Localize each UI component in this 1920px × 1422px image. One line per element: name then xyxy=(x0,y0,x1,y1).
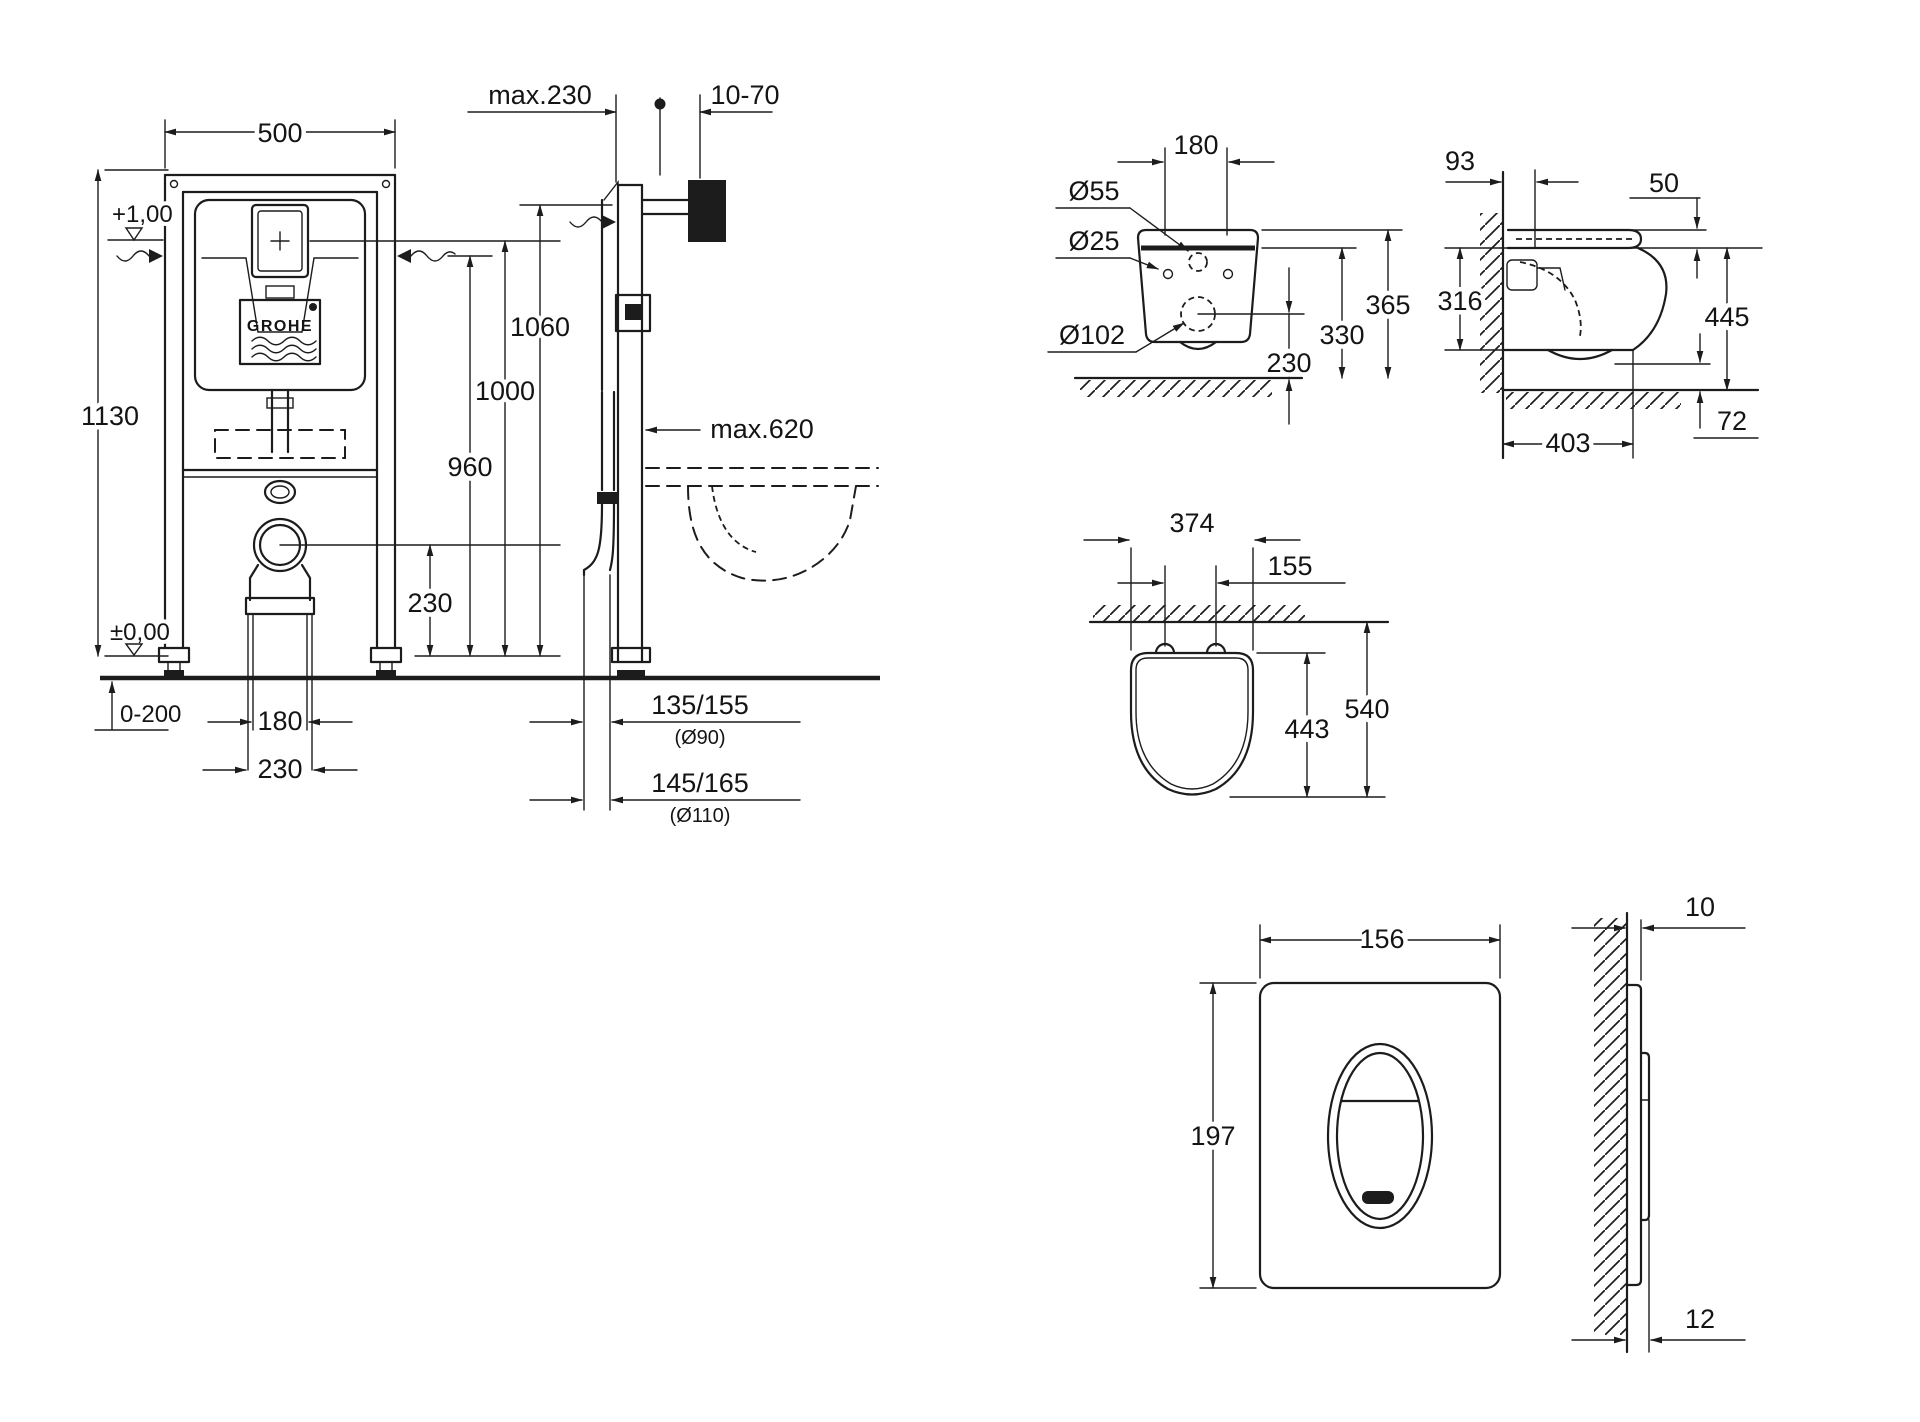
dim-hole-side-label: Ø25 xyxy=(1068,226,1119,256)
button-logo xyxy=(1362,1191,1394,1204)
view-plate-side: 10 12 xyxy=(1571,888,1746,1354)
dim-wall-distance-label: max.230 xyxy=(488,80,592,110)
dim-hinge-spacing-label: 155 xyxy=(1267,551,1312,581)
grohe-logo-text: GROHE xyxy=(247,318,313,335)
floor-hatch xyxy=(1080,380,1272,397)
wall-hatch xyxy=(1480,213,1502,393)
wc-dashed-outline xyxy=(645,467,879,582)
dim-level-plus-label: +1,00 xyxy=(112,201,173,228)
dim-level-zero-label: ±0,00 xyxy=(110,619,170,646)
threaded-rod xyxy=(688,180,726,242)
dim-drain-b-label: 145/165 xyxy=(651,768,749,798)
flush-button-outer xyxy=(1326,1042,1434,1230)
plate-profile xyxy=(1625,983,1643,1287)
view-bowl-top: 374 155 443 540 xyxy=(1083,504,1394,798)
grohe-logo: GROHE xyxy=(238,298,322,366)
flush-button-inner xyxy=(1335,1051,1425,1221)
dim-drain-a-dia-label: (Ø90) xyxy=(674,727,725,749)
dim-seat-height-label: 445 xyxy=(1704,302,1749,332)
dim-seat-total-length-label: 540 xyxy=(1344,694,1389,724)
view-frame-front: GROHE xyxy=(76,114,561,789)
dim-lid-rise-label: 50 xyxy=(1649,168,1679,198)
dim-outlet-height-label: 230 xyxy=(407,588,452,618)
view-bowl-rear: Ø55 Ø25 Ø102 180 365 330 230 xyxy=(1047,126,1415,425)
dim-frame-width-label: 500 xyxy=(257,118,302,148)
flush-actuation-window xyxy=(250,203,310,279)
view-bowl-side: 93 50 316 445 403 xyxy=(1433,142,1763,463)
dim-front-height-label: 316 xyxy=(1437,286,1482,316)
dim-depth-label: 403 xyxy=(1545,428,1590,458)
dim-button-depth-label: 12 xyxy=(1685,1304,1715,1334)
water-supply-arrow-right xyxy=(397,249,456,263)
dim-drain-b-dia-label: (Ø110) xyxy=(670,805,731,827)
dim-bowl-body-height-label: 330 xyxy=(1319,320,1364,350)
button-profile xyxy=(1639,1051,1651,1222)
dim-bowl-outlet-height-label: 230 xyxy=(1266,348,1311,378)
dim-frame-height-label: 1130 xyxy=(81,401,139,431)
water-supply-arrow-side xyxy=(569,215,616,229)
floor-hatch-side xyxy=(1506,392,1681,409)
flush-plate xyxy=(1258,981,1502,1290)
dim-top-fixing-label: 1060 xyxy=(510,312,570,342)
dim-depth-max-label: max.620 xyxy=(710,414,814,444)
dim-clearance-label: 72 xyxy=(1717,406,1747,436)
dim-supply-height-label: 960 xyxy=(447,452,492,482)
dim-seat-length-label: 443 xyxy=(1284,714,1329,744)
dim-wall-offset-label: 93 xyxy=(1445,146,1475,176)
wall-hatch-plate xyxy=(1594,918,1626,1335)
dim-outlet-c2-label: 230 xyxy=(257,754,302,784)
hole-side-left xyxy=(1162,268,1174,280)
dim-plate-depth-label: 10 xyxy=(1685,892,1715,922)
dim-hole-outlet-label: Ø102 xyxy=(1059,320,1125,350)
dim-floor-adjust-label: 0-200 xyxy=(120,701,181,728)
dim-seat-width-label: 374 xyxy=(1169,508,1214,538)
dim-hole-top-label: Ø55 xyxy=(1068,176,1119,206)
view-frame-side: max.230 10-70 230 960 1000 1060 max.620 … xyxy=(100,76,880,831)
dim-bolt-spacing-label: 180 xyxy=(1173,130,1218,160)
dim-plate-height-label: 1000 xyxy=(475,376,535,406)
view-plate-front: 156 197 xyxy=(1186,920,1502,1290)
dim-drain-a-label: 135/155 xyxy=(651,690,749,720)
dim-plate-height-label: 197 xyxy=(1190,1121,1235,1151)
dim-bowl-total-height-label: 365 xyxy=(1365,290,1410,320)
dim-rod-adjust-label: 10-70 xyxy=(710,80,779,110)
dim-plate-width-label: 156 xyxy=(1359,924,1404,954)
hole-top xyxy=(1188,252,1208,272)
dim-outlet-c1-label: 180 xyxy=(257,706,302,736)
water-supply-arrow-left xyxy=(116,249,163,263)
wall-hatch-top xyxy=(1093,605,1305,621)
hole-side-right xyxy=(1222,268,1234,280)
